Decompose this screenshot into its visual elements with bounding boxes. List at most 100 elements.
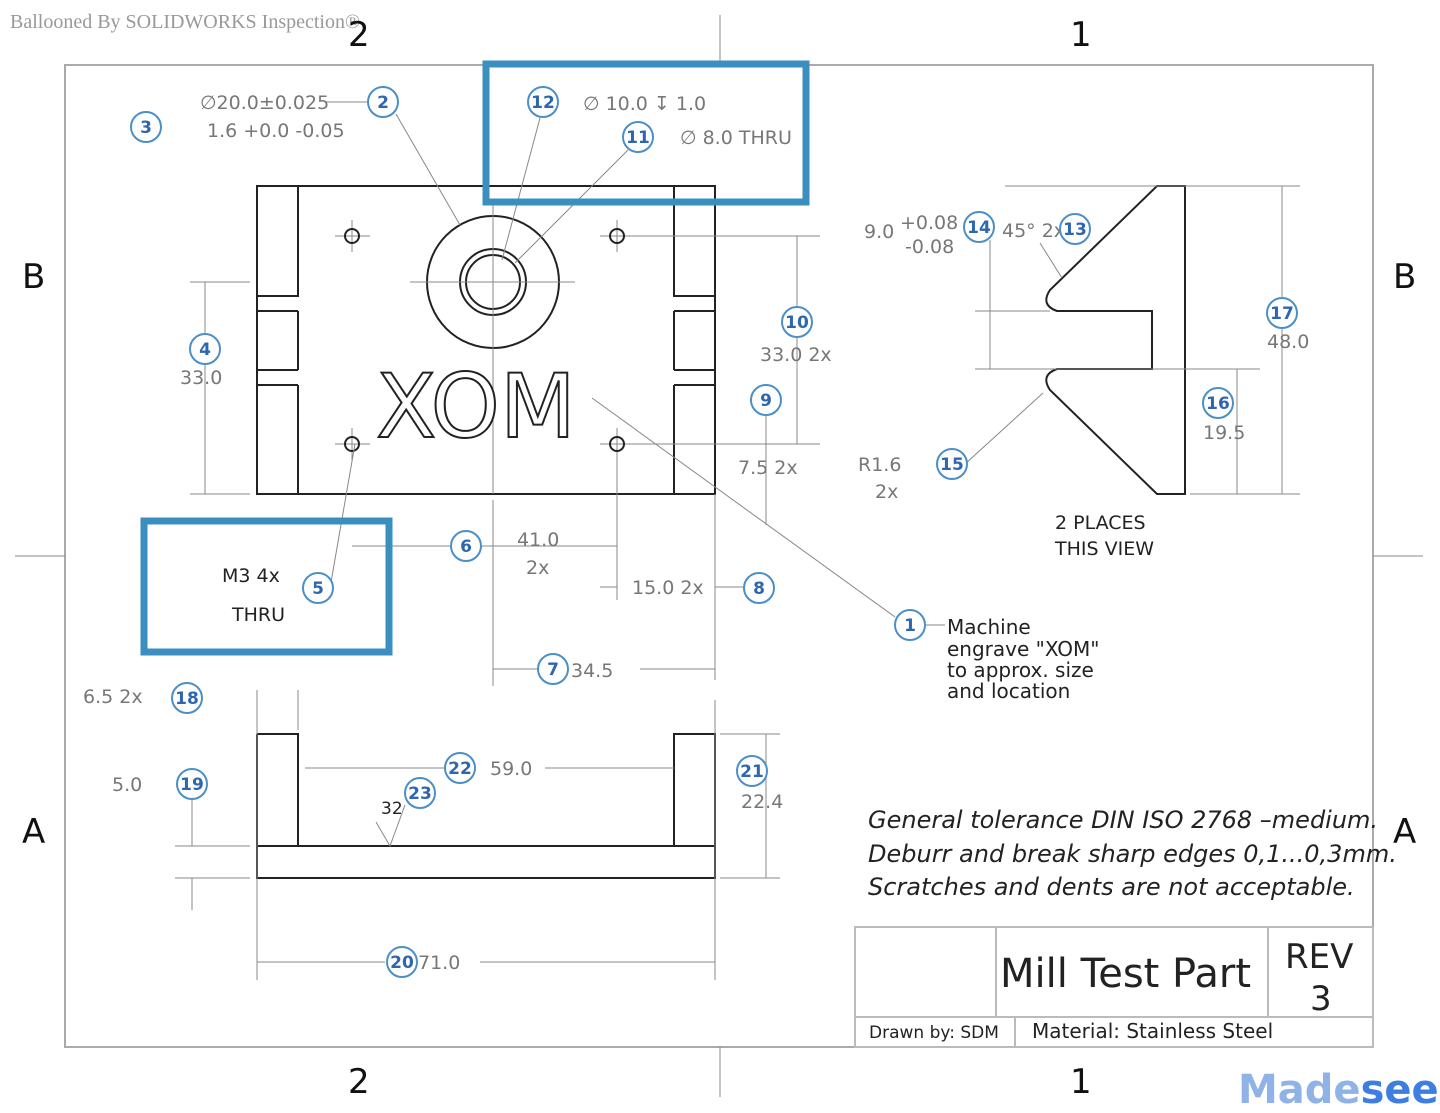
zone-label: 1 xyxy=(1070,1062,1092,1102)
svg-text:15: 15 xyxy=(940,455,964,475)
balloon-4[interactable]: 4 xyxy=(189,333,221,365)
general-note: General tolerance DIN ISO 2768 –medium. xyxy=(868,806,1378,834)
balloon-12[interactable]: 12 xyxy=(527,86,559,118)
balloon-23[interactable]: 23 xyxy=(404,777,436,809)
svg-text:1: 1 xyxy=(904,616,916,636)
dim-text: ∅20.0±0.025 xyxy=(200,92,329,114)
dim-text: ∅ 8.0 THRU xyxy=(680,127,792,149)
dim-text: 22.4 xyxy=(741,791,783,813)
balloon-19[interactable]: 19 xyxy=(176,768,208,800)
watermark-logo: Madeseek xyxy=(1238,1067,1440,1113)
svg-text:8: 8 xyxy=(753,579,765,599)
svg-text:18: 18 xyxy=(175,689,199,709)
zone-label: 2 xyxy=(348,15,370,55)
svg-text:4: 4 xyxy=(199,340,211,360)
zone-label: B xyxy=(1393,257,1416,297)
dim-text: 2x xyxy=(875,481,898,503)
svg-text:21: 21 xyxy=(740,762,764,782)
dim-text: 59.0 xyxy=(490,758,532,780)
front-view: XOM xyxy=(256,185,820,600)
dim-text: 2x xyxy=(526,557,549,579)
balloon-13[interactable]: 13 xyxy=(1059,213,1091,245)
dim-text: -0.08 xyxy=(905,236,954,258)
dim-text: +0.08 xyxy=(900,212,958,234)
balloon-2[interactable]: 2 xyxy=(367,86,399,118)
dim-text: 1.6 +0.0 -0.05 xyxy=(207,120,345,142)
material: Material: Stainless Steel xyxy=(1032,1019,1273,1043)
svg-text:20: 20 xyxy=(390,953,414,973)
highlight-box xyxy=(482,60,810,206)
balloon-18[interactable]: 18 xyxy=(171,682,203,714)
balloon-16[interactable]: 16 xyxy=(1202,387,1234,419)
zone-label: B xyxy=(22,257,45,297)
balloon-21[interactable]: 21 xyxy=(736,755,768,787)
zone-label: A xyxy=(22,812,45,852)
balloon-15[interactable]: 15 xyxy=(936,448,968,480)
dim-text: 45° 2x xyxy=(1002,220,1065,242)
zone-lines xyxy=(15,15,1423,1097)
balloon-8[interactable]: 8 xyxy=(743,572,775,604)
svg-text:10: 10 xyxy=(785,313,809,333)
svg-text:12: 12 xyxy=(531,93,555,113)
balloon-6[interactable]: 6 xyxy=(450,530,482,562)
general-note: Scratches and dents are not acceptable. xyxy=(868,873,1355,901)
svg-text:16: 16 xyxy=(1206,394,1230,414)
dim-text: THRU xyxy=(231,604,285,626)
dim-text: 41.0 xyxy=(517,529,559,551)
dim-text: 5.0 xyxy=(112,774,142,796)
balloon-9[interactable]: 9 xyxy=(750,384,782,416)
balloon-10[interactable]: 10 xyxy=(781,306,813,338)
svg-text:13: 13 xyxy=(1063,220,1087,240)
bottom-view xyxy=(175,690,780,980)
dim-text: ∅ 10.0 ↧ 1.0 xyxy=(583,93,706,115)
dim-text: 6.5 2x xyxy=(83,686,143,708)
svg-text:7: 7 xyxy=(547,660,559,680)
balloon-17[interactable]: 17 xyxy=(1266,297,1298,329)
highlight-box xyxy=(140,517,393,656)
dim-text: 9.0 xyxy=(864,221,894,243)
balloon-7[interactable]: 7 xyxy=(537,653,569,685)
dim-text: 32 xyxy=(381,799,403,819)
rev-value: 3 xyxy=(1310,979,1332,1019)
balloon-1[interactable]: 1 xyxy=(894,609,926,641)
svg-text:6: 6 xyxy=(460,537,472,557)
dimension-texts: ∅20.0±0.025 1.6 +0.0 -0.05 ∅ 10.0 ↧ 1.0 … xyxy=(83,92,1309,974)
svg-text:3: 3 xyxy=(140,118,152,138)
svg-text:23: 23 xyxy=(408,784,432,804)
dim-text: 2 PLACES xyxy=(1055,512,1146,534)
software-note: Ballooned By SOLIDWORKS Inspection® xyxy=(10,11,360,33)
drawing-title: Mill Test Part xyxy=(1000,951,1251,997)
dim-text: 33.0 2x xyxy=(760,344,832,366)
note-line: Machine xyxy=(947,615,1031,639)
drawn-by: Drawn by: SDM xyxy=(869,1023,999,1043)
balloon-5[interactable]: 5 xyxy=(302,572,334,604)
svg-text:22: 22 xyxy=(448,759,472,779)
note-line: to approx. size xyxy=(947,658,1094,682)
dim-text: 19.5 xyxy=(1203,422,1245,444)
rev-label: REV xyxy=(1285,937,1353,977)
engraving-text: XOM xyxy=(376,355,576,458)
balloon-14[interactable]: 14 xyxy=(963,211,995,243)
balloon-20[interactable]: 20 xyxy=(386,946,418,978)
svg-text:2: 2 xyxy=(377,93,389,113)
zone-label: A xyxy=(1393,812,1416,852)
side-view xyxy=(964,185,1300,495)
balloon-11[interactable]: 11 xyxy=(622,121,654,153)
dim-text: THIS VIEW xyxy=(1054,538,1154,560)
title-block: Mill Test Part REV 3 Drawn by: SDM Mater… xyxy=(854,926,1374,1048)
balloon-3[interactable]: 3 xyxy=(130,111,162,143)
dim-text: 48.0 xyxy=(1267,331,1309,353)
dim-text: 15.0 2x xyxy=(632,577,704,599)
svg-text:19: 19 xyxy=(180,775,204,795)
svg-text:5: 5 xyxy=(312,579,324,599)
note-line: and location xyxy=(947,679,1070,703)
svg-text:9: 9 xyxy=(760,391,772,411)
svg-text:11: 11 xyxy=(626,128,650,148)
balloons: 1 2 3 4 5 6 7 8 9 10 11 12 13 14 15 16 1… xyxy=(130,86,1298,978)
zone-label: 1 xyxy=(1070,15,1092,55)
svg-text:17: 17 xyxy=(1270,304,1294,324)
zone-label: 2 xyxy=(348,1062,370,1102)
balloon-22[interactable]: 22 xyxy=(444,752,476,784)
note-line: engrave "XOM" xyxy=(947,637,1099,661)
